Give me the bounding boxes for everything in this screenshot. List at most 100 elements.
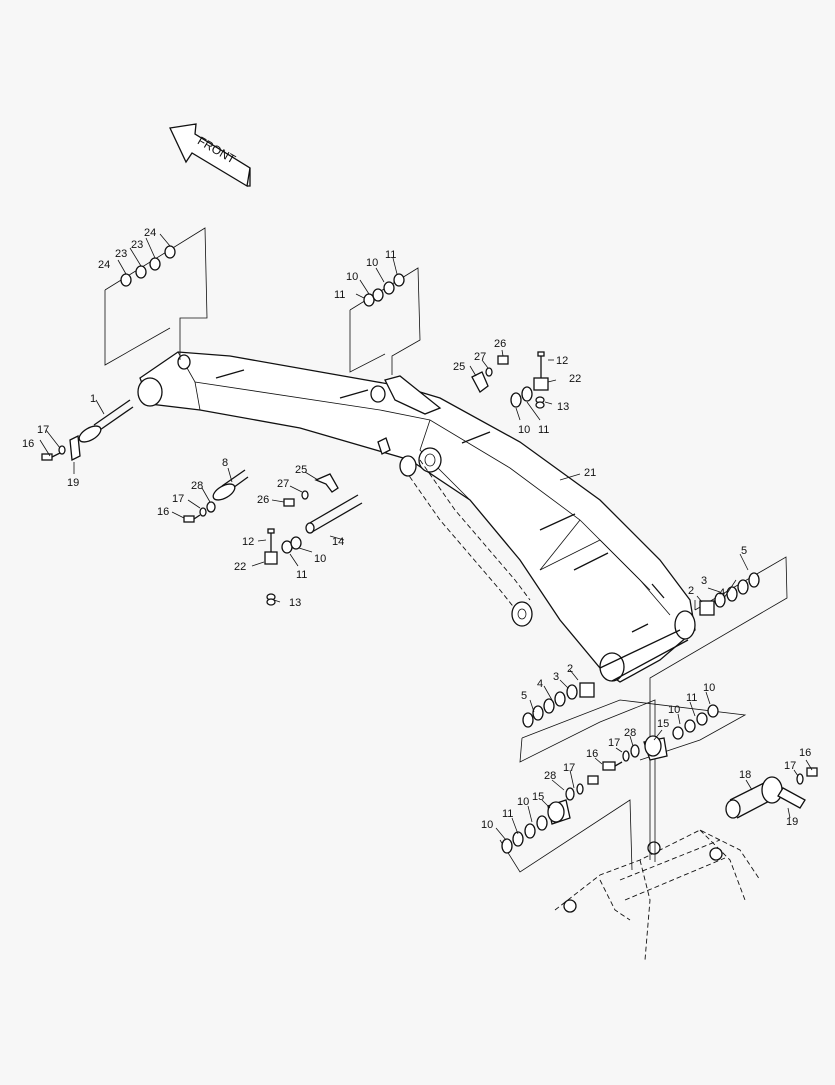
- callout-8: 8: [222, 457, 228, 469]
- callout-28: 28: [191, 480, 203, 492]
- pin-12b: [267, 528, 275, 552]
- callout-23: 23: [131, 239, 143, 251]
- callout-26: 26: [257, 494, 269, 506]
- pin-15b: [547, 799, 571, 825]
- callout-11: 11: [502, 808, 513, 820]
- washers-10-11-d: [281, 536, 302, 554]
- callout-15: 15: [532, 791, 544, 803]
- pin-18: [725, 776, 783, 819]
- callout-11: 11: [538, 424, 549, 436]
- callout-24: 24: [144, 227, 156, 239]
- bolt-16a: [41, 452, 61, 461]
- nut-13b: [266, 593, 276, 606]
- nut-13a: [535, 396, 545, 409]
- callout-15: 15: [657, 718, 669, 730]
- callout-19: 19: [786, 816, 798, 828]
- callout-26: 26: [494, 338, 506, 350]
- pin-8: [212, 469, 249, 501]
- plate-19a: [69, 434, 81, 462]
- callout-16: 16: [22, 438, 34, 450]
- bolt-16c: [602, 761, 623, 771]
- callout-3: 3: [701, 575, 707, 587]
- bucket-cylinder: [399, 455, 533, 627]
- plate-small: [377, 437, 391, 455]
- callout-2: 2: [567, 663, 573, 675]
- bolt-26a: [497, 355, 509, 365]
- callout-10: 10: [481, 819, 493, 831]
- callout-10: 10: [668, 704, 680, 716]
- callout-13: 13: [557, 401, 569, 413]
- callout-10: 10: [703, 682, 715, 694]
- washers-24-23: [120, 245, 176, 287]
- callout-25: 25: [295, 464, 307, 476]
- plate-19b: [777, 787, 806, 809]
- callout-18: 18: [739, 769, 751, 781]
- washer-17e: [796, 773, 804, 785]
- front-direction-arrow-icon: FRONT: [169, 123, 251, 188]
- bush-22b: [264, 551, 278, 565]
- callout-28: 28: [544, 770, 556, 782]
- callout-12: 12: [242, 536, 254, 548]
- washers-10-11-lower: [501, 815, 548, 854]
- callout-19: 19: [67, 477, 79, 489]
- callout-27: 27: [474, 351, 486, 363]
- callout-5: 5: [521, 690, 527, 702]
- pin-14: [305, 494, 363, 534]
- callout-13: 13: [289, 597, 301, 609]
- group-brackets: [104, 227, 788, 873]
- callout-25: 25: [453, 361, 465, 373]
- washer-28a: [206, 501, 216, 513]
- callout-24: 24: [98, 259, 110, 271]
- callout-4: 4: [537, 678, 543, 690]
- bolt-16b-lower: [587, 775, 599, 785]
- pin-1: [78, 399, 134, 443]
- callout-11: 11: [296, 569, 307, 581]
- callout-16: 16: [157, 506, 169, 518]
- callout-16: 16: [799, 747, 811, 759]
- washers-10-11-e: [672, 704, 719, 740]
- bush-22a: [533, 377, 549, 391]
- bracket-25b: [314, 473, 339, 493]
- bucket: [554, 829, 761, 961]
- bolt-16b: [183, 514, 201, 523]
- callout-10: 10: [517, 796, 529, 808]
- washer-28c: [565, 787, 575, 801]
- bolt-26b: [283, 498, 295, 507]
- callout-10: 10: [518, 424, 530, 436]
- callout-17: 17: [784, 760, 796, 772]
- leader-lines: [39, 233, 813, 841]
- callout-16: 16: [586, 748, 598, 760]
- bolt-16d: [806, 767, 818, 777]
- callout-10: 10: [314, 553, 326, 565]
- callout-17: 17: [37, 424, 49, 436]
- callout-11: 11: [334, 289, 345, 301]
- callout-11: 11: [385, 249, 396, 261]
- callout-labels: 1 16 17 19 24 24 23 23 11 10 10 11 25 27…: [22, 227, 811, 831]
- callout-17: 17: [172, 493, 184, 505]
- washers-2-5-right: [699, 572, 760, 616]
- callout-10: 10: [366, 257, 378, 269]
- washers-10-11-c: [510, 386, 533, 408]
- callout-22: 22: [234, 561, 246, 573]
- washer-27b: [301, 490, 309, 500]
- callout-17: 17: [563, 762, 575, 774]
- washer-17a: [58, 445, 66, 455]
- callout-4: 4: [719, 587, 725, 599]
- callout-5: 5: [741, 545, 747, 557]
- callout-21: 21: [584, 467, 596, 479]
- washer-27a: [485, 367, 493, 377]
- washer-17b: [199, 507, 207, 517]
- washer-17d: [576, 783, 584, 795]
- callout-17: 17: [608, 737, 620, 749]
- callout-1: 1: [90, 393, 96, 405]
- washer-17c: [622, 750, 630, 762]
- washer-28b: [630, 744, 640, 758]
- callout-11: 11: [686, 692, 697, 704]
- pin-12a: [537, 351, 545, 378]
- callout-27: 27: [277, 478, 289, 490]
- callout-2: 2: [688, 585, 694, 597]
- bracket-25a: [471, 371, 489, 393]
- callout-14: 14: [332, 536, 344, 548]
